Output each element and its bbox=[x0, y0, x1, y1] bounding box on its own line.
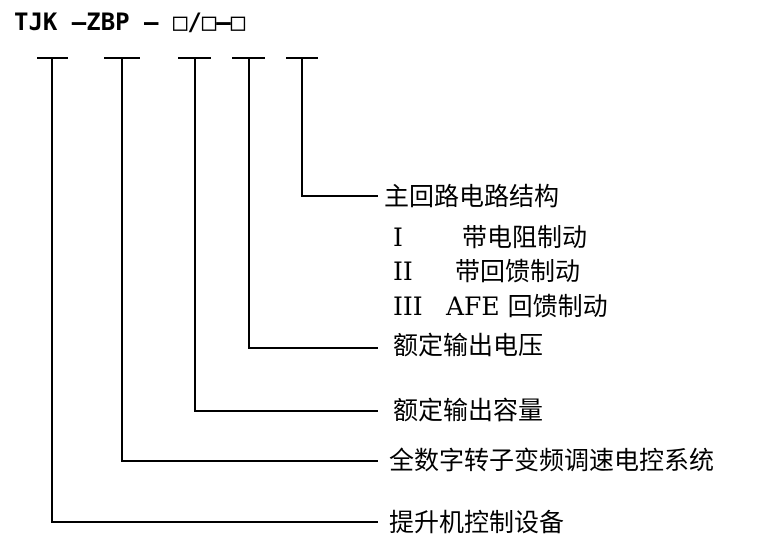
leader-circuit bbox=[301, 58, 378, 197]
option-code-3: III bbox=[393, 292, 423, 321]
leader-capacity bbox=[194, 58, 378, 412]
label-hoist-equipment: 提升机控制设备 bbox=[389, 508, 565, 537]
label-rated-capacity: 额定输出容量 bbox=[393, 396, 544, 425]
leader-equipment bbox=[51, 58, 378, 523]
option-desc-1: 带电阻制动 bbox=[462, 223, 588, 252]
option-code-2: II bbox=[393, 257, 413, 286]
leader-system bbox=[121, 58, 378, 462]
leader-voltage bbox=[248, 58, 378, 349]
option-desc-3: AFE 回馈制动 bbox=[446, 292, 608, 321]
model-code: TJK –ZBP – □/□–□ bbox=[14, 8, 246, 36]
label-rated-voltage: 额定输出电压 bbox=[393, 331, 544, 360]
label-control-system: 全数字转子变频调速电控系统 bbox=[389, 446, 715, 475]
label-circuit-structure: 主回路电路结构 bbox=[384, 182, 560, 211]
option-desc-2: 带回馈制动 bbox=[455, 257, 581, 286]
option-code-1: I bbox=[393, 223, 403, 252]
